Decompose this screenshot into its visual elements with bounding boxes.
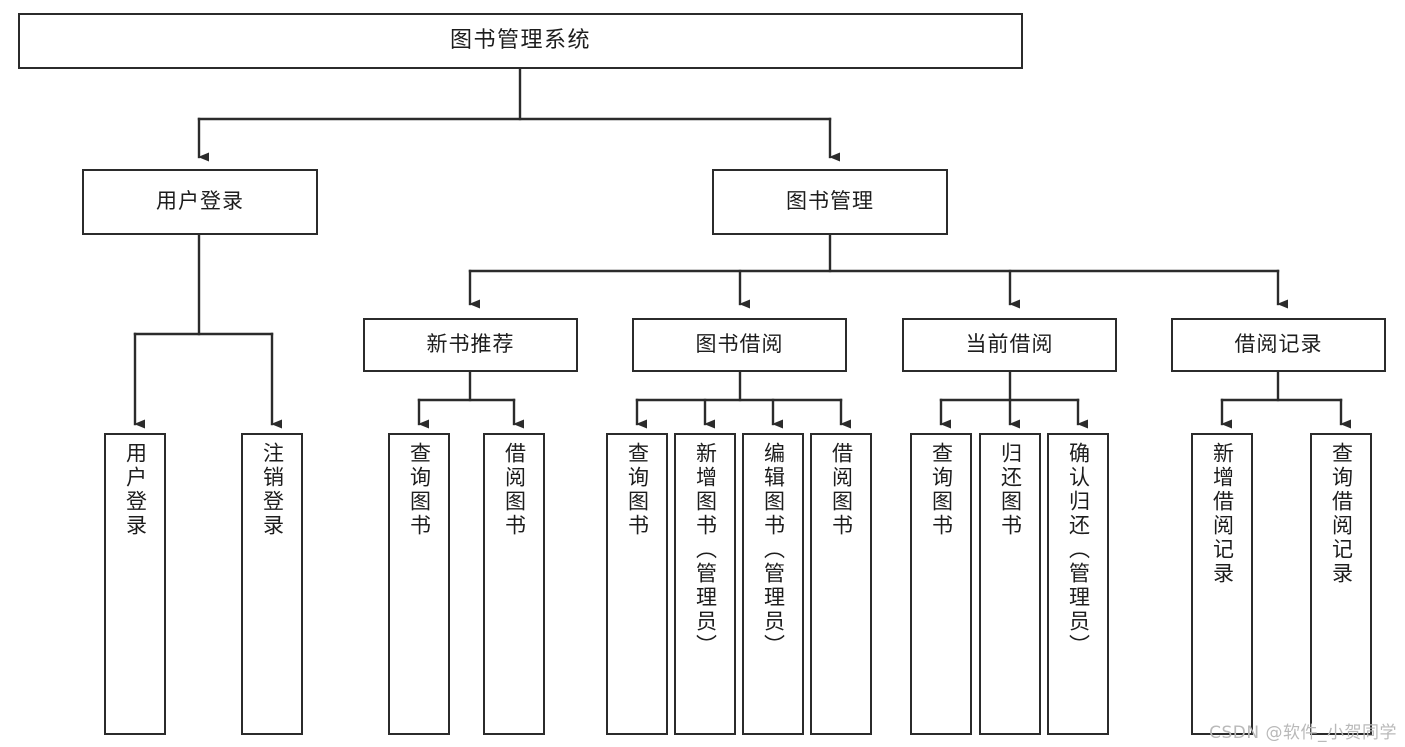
leaf-edit-book[interactable]: 编辑图书（管理员） bbox=[742, 433, 804, 735]
csdn-watermark: CSDN @软件_小贺同学 bbox=[1209, 723, 1397, 743]
leaf-confirm-return[interactable]: 确认归还（管理员） bbox=[1047, 433, 1109, 735]
leaf-add-book-label: 新增图书（管理员） bbox=[693, 442, 718, 658]
leaf-query-borrow-record-label: 查询借阅记录 bbox=[1329, 442, 1354, 586]
leaf-confirm-return-label: 确认归还（管理员） bbox=[1066, 442, 1091, 658]
node-user-login[interactable]: 用户登录 bbox=[82, 169, 318, 235]
leaf-borrow-book-1[interactable]: 借阅图书 bbox=[483, 433, 545, 735]
leaf-borrow-book-1-label: 借阅图书 bbox=[502, 442, 527, 538]
leaf-query-book-3[interactable]: 查询图书 bbox=[910, 433, 972, 735]
node-new-book-recommend[interactable]: 新书推荐 bbox=[363, 318, 578, 372]
leaf-borrow-book-2[interactable]: 借阅图书 bbox=[810, 433, 872, 735]
leaf-add-borrow-record[interactable]: 新增借阅记录 bbox=[1191, 433, 1253, 735]
node-book-borrow[interactable]: 图书借阅 bbox=[632, 318, 847, 372]
leaf-borrow-book-2-label: 借阅图书 bbox=[829, 442, 854, 538]
leaf-edit-book-label: 编辑图书（管理员） bbox=[761, 442, 786, 658]
leaf-query-book-1[interactable]: 查询图书 bbox=[388, 433, 450, 735]
leaf-logout-login-label: 注销登录 bbox=[260, 442, 285, 538]
node-borrow-record-label: 借阅记录 bbox=[1234, 332, 1323, 357]
leaf-return-book[interactable]: 归还图书 bbox=[979, 433, 1041, 735]
node-user-login-label: 用户登录 bbox=[156, 189, 244, 214]
leaf-query-borrow-record[interactable]: 查询借阅记录 bbox=[1310, 433, 1372, 735]
leaf-user-login[interactable]: 用户登录 bbox=[104, 433, 166, 735]
node-root-system[interactable]: 图书管理系统 bbox=[18, 13, 1023, 69]
node-book-borrow-label: 图书借阅 bbox=[695, 332, 784, 357]
leaf-query-book-2-label: 查询图书 bbox=[625, 442, 650, 538]
node-current-borrow-label: 当前借阅 bbox=[965, 332, 1054, 357]
leaf-query-book-1-label: 查询图书 bbox=[407, 442, 432, 538]
node-current-borrow[interactable]: 当前借阅 bbox=[902, 318, 1117, 372]
leaf-query-book-3-label: 查询图书 bbox=[929, 442, 954, 538]
node-root-label: 图书管理系统 bbox=[449, 27, 591, 53]
node-borrow-record[interactable]: 借阅记录 bbox=[1171, 318, 1386, 372]
node-book-management[interactable]: 图书管理 bbox=[712, 169, 948, 235]
node-new-book-recommend-label: 新书推荐 bbox=[426, 332, 515, 357]
node-book-management-label: 图书管理 bbox=[786, 189, 874, 214]
leaf-user-login-label: 用户登录 bbox=[123, 442, 148, 538]
leaf-add-book[interactable]: 新增图书（管理员） bbox=[674, 433, 736, 735]
leaf-return-book-label: 归还图书 bbox=[998, 442, 1023, 538]
leaf-logout-login[interactable]: 注销登录 bbox=[241, 433, 303, 735]
leaf-add-borrow-record-label: 新增借阅记录 bbox=[1210, 442, 1235, 586]
leaf-query-book-2[interactable]: 查询图书 bbox=[606, 433, 668, 735]
